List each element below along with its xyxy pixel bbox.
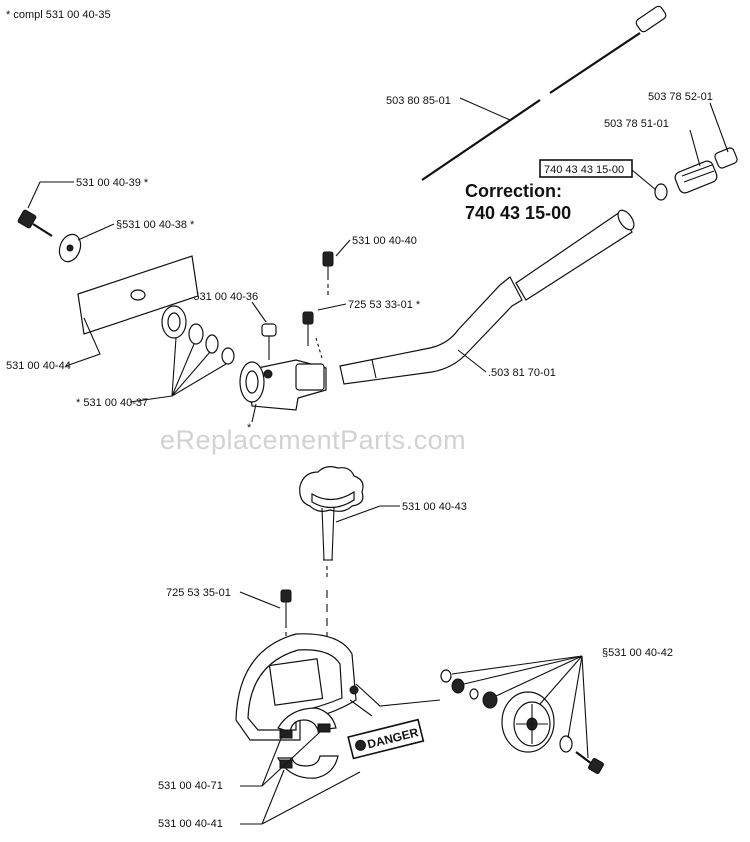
label-531004043: 531 00 40-43 bbox=[402, 501, 467, 513]
leader-725533501 bbox=[239, 591, 281, 609]
correction-box bbox=[539, 159, 633, 178]
leader-503808501 bbox=[459, 97, 511, 121]
leader-star bbox=[251, 403, 257, 423]
clamp-lower-531004041 bbox=[276, 755, 339, 779]
label-531004044: 531 00 40-44 bbox=[6, 360, 71, 372]
label-531004041: 531 00 40-41 bbox=[158, 818, 223, 830]
leader-531004037 bbox=[129, 395, 173, 403]
label-725533301: 725 53 33-01 * bbox=[348, 299, 421, 311]
gear-head bbox=[239, 359, 327, 411]
label-531004040: 531 00 40-40 bbox=[352, 235, 417, 247]
leader-531004044 bbox=[65, 317, 101, 367]
coupling-cap bbox=[714, 147, 738, 169]
leader-531004041-b bbox=[261, 771, 361, 825]
label-531004038: §531 00 40-38 * bbox=[116, 219, 195, 231]
leader-503785101 bbox=[689, 129, 701, 167]
leader-531004042-b bbox=[463, 655, 583, 685]
danger-decal: DANGER bbox=[347, 718, 425, 760]
knob-531004043 bbox=[299, 466, 364, 580]
decal-line bbox=[349, 699, 373, 717]
leader-531004043 bbox=[335, 505, 381, 523]
label-503785201: 503 78 52-01 bbox=[648, 91, 713, 103]
washer-531004038 bbox=[58, 233, 82, 263]
leader-531004042-d bbox=[539, 655, 583, 705]
leader-531004042-f bbox=[581, 655, 589, 759]
label-531004039: 531 00 40-39 * bbox=[76, 177, 149, 189]
correction-number: 740 43 15-00 bbox=[465, 203, 571, 223]
leader-531004040 bbox=[335, 239, 351, 257]
leader-531004038 bbox=[77, 223, 115, 241]
coupling-tube bbox=[674, 160, 718, 194]
label-503817001: .503 81 70-01 bbox=[488, 367, 556, 379]
shaft-tube bbox=[339, 209, 635, 385]
screw-531004040 bbox=[322, 251, 334, 296]
label-531004036: * 531 00 40-36 bbox=[186, 291, 258, 303]
leader-531004037-b bbox=[171, 343, 195, 397]
o-ring bbox=[654, 183, 668, 201]
label-star: * bbox=[247, 422, 252, 434]
watermark: eReplacementParts.com bbox=[160, 425, 466, 455]
label-503785101: 503 78 51-01 bbox=[604, 118, 669, 130]
leader-503817001 bbox=[457, 349, 487, 373]
label-531004037: * 531 00 40-37 bbox=[76, 397, 148, 409]
leader-531004071-b bbox=[261, 731, 321, 787]
leader-531004037-c bbox=[171, 351, 211, 397]
leader-503785201 bbox=[709, 102, 729, 153]
leader-531004041-a bbox=[261, 769, 285, 825]
cap-531004036 bbox=[261, 323, 277, 360]
leader-531004042-c bbox=[495, 655, 583, 697]
label-531004071: 531 00 40-71 bbox=[158, 780, 223, 792]
correction-title: Correction: bbox=[465, 181, 562, 201]
bolt-531004039 bbox=[17, 209, 53, 237]
clamp-upper-531004071 bbox=[277, 707, 337, 739]
screw-725533301 bbox=[302, 311, 323, 359]
leader-531004036 bbox=[251, 301, 267, 323]
correction-boxed-number: 740 43 43 15-00 bbox=[544, 164, 624, 176]
label-725533501: 725 53 35-01 bbox=[166, 587, 231, 599]
blade-guard bbox=[235, 633, 359, 741]
leader-531004071-a bbox=[261, 735, 283, 787]
label-503808501: 503 80 85-01 bbox=[386, 95, 451, 107]
compl-label: * compl 531 00 40-35 bbox=[6, 9, 111, 21]
blade-531004044 bbox=[77, 255, 199, 335]
leader-531004039 bbox=[27, 181, 41, 209]
leader-531004042-e bbox=[567, 655, 583, 739]
leader-correction bbox=[631, 169, 657, 191]
label-531004042: §531 00 40-42 bbox=[602, 647, 673, 659]
leader-725533301 bbox=[317, 303, 347, 311]
spacer-set-531004037 bbox=[161, 305, 235, 365]
leader-531004042-a bbox=[451, 655, 583, 675]
leader-531004037-a bbox=[171, 337, 177, 397]
drive-shaft bbox=[421, 5, 667, 181]
leader-531004037-d bbox=[171, 363, 227, 397]
wheel-531004042 bbox=[440, 669, 604, 774]
wheel-bolt bbox=[575, 751, 604, 774]
guard-connector-line bbox=[355, 683, 441, 707]
